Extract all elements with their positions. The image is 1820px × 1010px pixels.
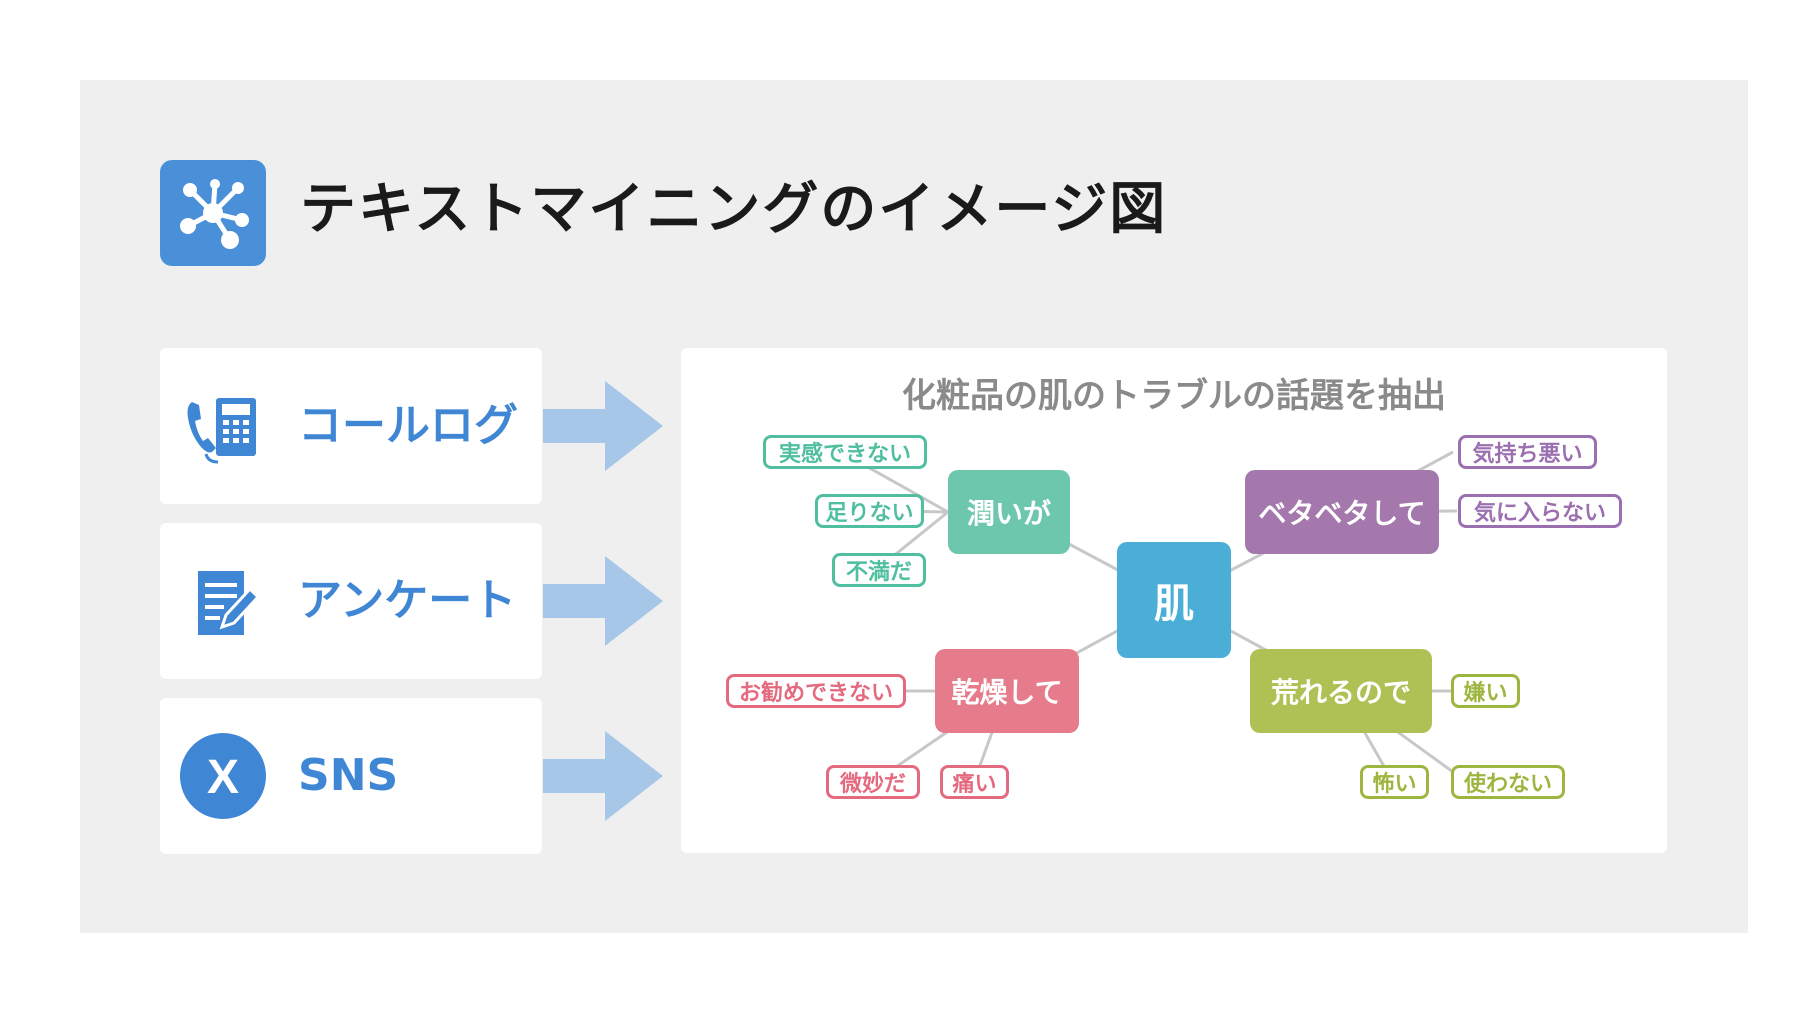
mindmap-tag: 気持ち悪い: [1458, 435, 1597, 469]
source-label-sns: SNS: [298, 750, 399, 801]
arrow-right-icon: [543, 381, 663, 471]
arrow-right-icon: [543, 556, 663, 646]
mindmap-tag: 使わない: [1451, 765, 1565, 799]
mindmap-branch-node: 乾燥して: [935, 649, 1079, 733]
mindmap-tag: 足りない: [815, 494, 924, 528]
mindmap-tag: 気に入らない: [1458, 494, 1622, 528]
network-icon: [160, 160, 266, 266]
mindmap-title: 化粧品の肌のトラブルの話題を抽出: [902, 376, 1446, 416]
mindmap-center-node: 肌: [1117, 542, 1231, 658]
mindmap-tag: 怖い: [1360, 765, 1429, 799]
mindmap-branch-node: ベタベタして: [1245, 470, 1439, 554]
x-logo-icon: X: [178, 731, 268, 821]
phone-icon: [182, 388, 262, 468]
mindmap-tag: 不満だ: [832, 553, 926, 587]
page-title: テキストマイニングのイメージ図: [300, 177, 1168, 242]
mindmap-tag: 微妙だ: [826, 765, 920, 799]
svg-text:X: X: [207, 751, 239, 804]
mindmap-branch-node: 潤いが: [948, 470, 1070, 554]
source-card-survey: アンケート: [160, 523, 542, 679]
mindmap-tag: 実感できない: [763, 435, 927, 469]
source-card-sns: X SNS: [160, 698, 542, 854]
source-label-call-log: コールログ: [298, 400, 518, 451]
mindmap-tag: 嫌い: [1451, 674, 1520, 708]
mindmap-branch-node: 荒れるので: [1250, 649, 1432, 733]
mindmap-tag: お勧めできない: [726, 674, 906, 708]
mindmap-tag: 痛い: [940, 765, 1009, 799]
source-card-call-log: コールログ: [160, 348, 542, 504]
source-label-survey: アンケート: [298, 575, 517, 626]
mindmap-card: 化粧品の肌のトラブルの話題を抽出 肌 潤いが ベタベタして 乾燥して 荒れるので…: [681, 348, 1667, 853]
arrow-right-icon: [543, 731, 663, 821]
survey-icon: [182, 563, 262, 643]
